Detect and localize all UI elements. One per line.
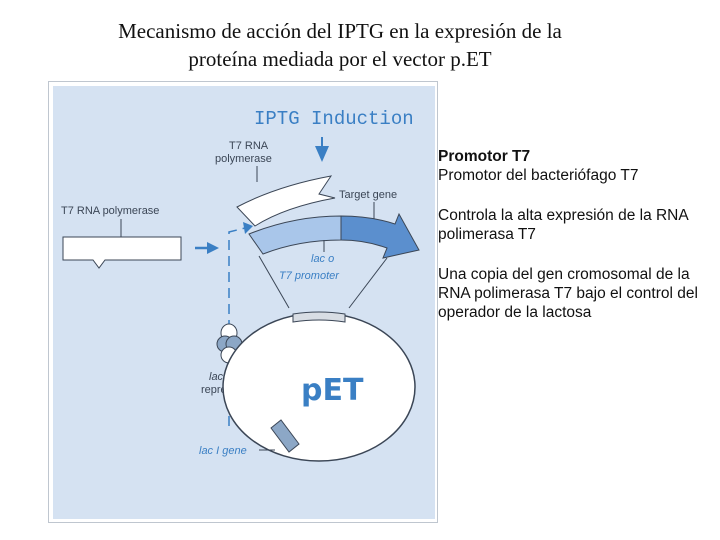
promoter-to-plasmid-line-left xyxy=(258,255,290,309)
note-3: Una copia del gen cromosomal de la RNA p… xyxy=(438,265,720,322)
iptg-arrow xyxy=(315,137,329,162)
note-1: Promotor T7 Promotor del bacteriófago T7 xyxy=(438,147,720,185)
polymerase-to-promoter-arrow xyxy=(195,242,219,254)
title-line-2: proteína mediada por el vector p.ET xyxy=(188,47,492,71)
target-gene-arrow xyxy=(340,212,420,259)
note-1-body: Promotor del bacteriófago T7 xyxy=(438,167,639,184)
notes-panel: Promotor T7 Promotor del bacteriófago T7… xyxy=(438,147,720,343)
note-1-head: Promotor T7 xyxy=(438,148,531,165)
figure-canvas: IPTG Induction T7 RNA polymerase Target … xyxy=(53,86,435,519)
note-2-body: Controla la alta expresión de la RNA pol… xyxy=(438,207,688,243)
t7-promoter-label: T7 promoter xyxy=(279,270,340,282)
title-line-1: Mecanismo de acción del IPTG en la expre… xyxy=(118,19,562,43)
pet-plasmid-label: pET xyxy=(301,373,364,408)
pet-induction-figure: IPTG Induction T7 RNA polymerase Target … xyxy=(48,81,438,523)
t7-rna-polymerase-label-top-line-1: T7 RNA xyxy=(229,140,269,152)
lac-repressor-shape xyxy=(216,323,243,364)
t7-rna-polymerase-label-left: T7 RNA polymerase xyxy=(61,205,159,217)
promoter-to-plasmid-line-right xyxy=(348,257,388,309)
t7-rna-polymerase-bound-shape xyxy=(236,175,336,227)
lac-repressor-label-line-1: lac xyxy=(209,371,224,383)
target-gene-label: Target gene xyxy=(339,189,397,201)
note-2: Controla la alta expresión de la RNA pol… xyxy=(438,206,720,244)
t7-rna-polymerase-label-top-line-2: polymerase xyxy=(215,153,272,165)
note-3-body: Una copia del gen cromosomal de la RNA p… xyxy=(438,266,698,321)
lac-o-label: lac o xyxy=(311,253,334,265)
lac-i-gene-segment xyxy=(270,419,300,453)
lac-i-gene-label: lac I gene xyxy=(199,445,247,457)
iptg-heading: IPTG Induction xyxy=(254,108,414,130)
plasmid-insert-segment xyxy=(292,311,346,323)
t7-rna-polymerase-free-shape xyxy=(62,236,182,269)
